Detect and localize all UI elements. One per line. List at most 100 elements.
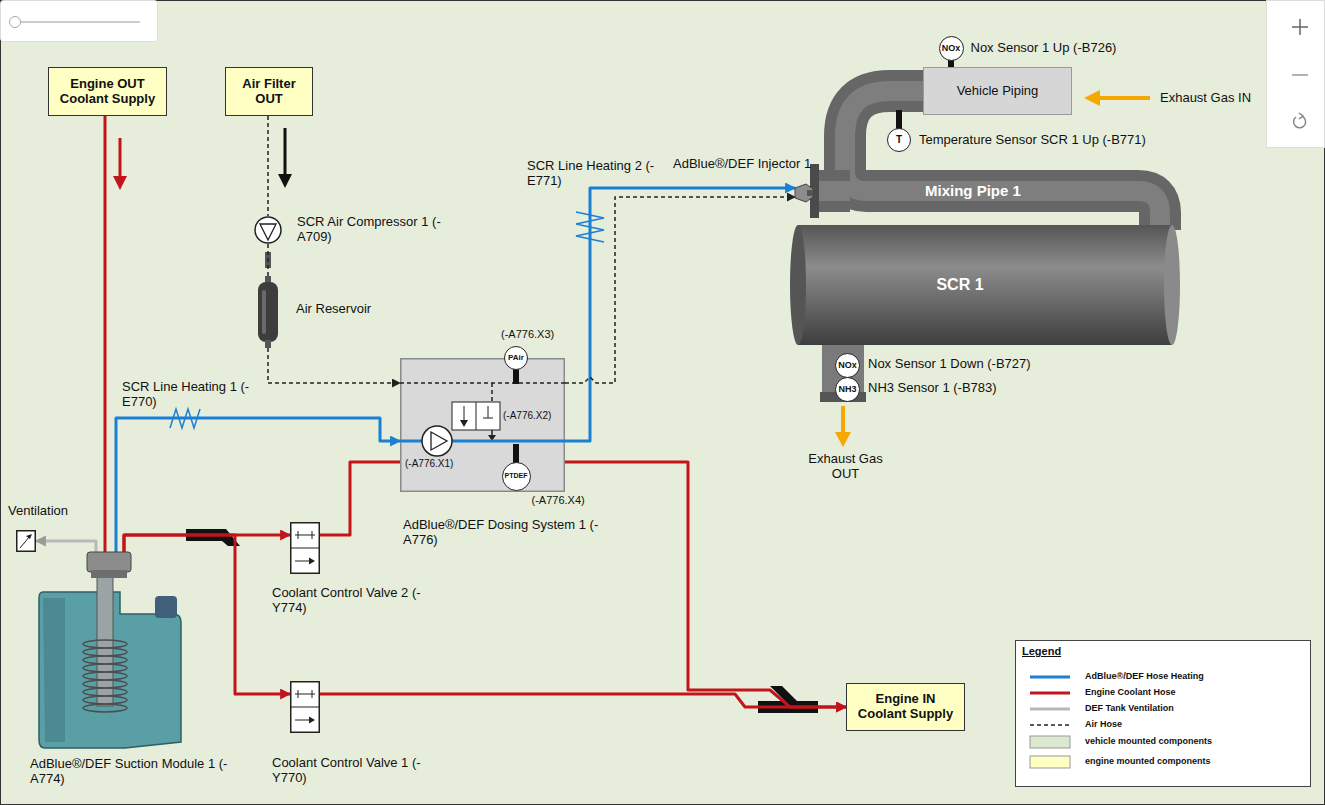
node-text: Engine IN Coolant Supply [853, 692, 958, 722]
coolant-valve-symbol [295, 720, 310, 721]
suction-module-tank [155, 596, 177, 618]
dosing-system-box [460, 420, 468, 427]
legend-title: Legend [1022, 645, 1061, 658]
coolant-valve-symbol [290, 548, 320, 549]
legend-entry: vehicle mounted components [1025, 734, 1305, 750]
part-label: Air Reservoir [296, 302, 371, 317]
dosing-system-box [401, 359, 565, 492]
flow-arrow [113, 176, 127, 190]
part-label: NH3 Sensor 1 (-B783) [868, 381, 997, 396]
air-compressor-symbol [254, 216, 282, 244]
legend-line [1030, 692, 1070, 695]
mixing-pipe [818, 170, 850, 212]
air-reservoir-symbol [262, 290, 266, 334]
suction-module-tank [83, 704, 127, 712]
flow-arrow [119, 138, 122, 178]
legend-entry: AdBlue®/DEF Hose Heating [1025, 669, 1305, 685]
suction-module-tank [35, 552, 185, 750]
legend-text: AdBlue®/DEF Hose Heating [1085, 671, 1204, 681]
ventilation-hose [36, 541, 96, 552]
legend-text: Air Hose [1085, 719, 1122, 729]
suction-module-tank [83, 696, 127, 704]
part-label: Coolant Control Valve 2 (-Y774) [272, 586, 427, 616]
engine-component-box: Engine OUT Coolant Supply [48, 67, 167, 116]
exhaust-arrow [841, 406, 845, 434]
flow-arrow [284, 128, 287, 176]
zoom-controls [1299, 113, 1303, 119]
suction-module-tank [91, 570, 127, 578]
exhaust-arrow [1084, 90, 1150, 106]
engine-component-box: Air Filter OUT [225, 67, 313, 116]
coolant-hose [565, 462, 846, 707]
injector-symbol: AdBlue®/DEF Injector 1 [795, 181, 813, 205]
coolant-valve-symbol [295, 531, 315, 539]
coolant-hose [104, 116, 107, 552]
scr-catalyst [790, 225, 1180, 345]
scr-catalyst [1164, 225, 1180, 345]
air-compressor-symbol [260, 224, 276, 240]
suction-module-tank: AdBlue®/DEF Suction Module 1 (-A774) [35, 552, 185, 750]
dosing-system-box [513, 368, 519, 384]
node-text: NH3 [838, 384, 856, 394]
legend-text: DEF Tank Ventilation [1085, 703, 1174, 713]
exhaust-arrow [1084, 90, 1100, 106]
zoom-controls [1292, 74, 1308, 76]
suction-module-tank [83, 672, 127, 680]
legend-line [1030, 724, 1070, 726]
node-text: Air Filter OUT [232, 77, 306, 107]
zoom-slider [1, 1, 158, 42]
legend-sample [1025, 669, 1075, 685]
exhaust-arrow [835, 432, 851, 447]
suction-module-tank [83, 640, 127, 648]
coolant-valve-symbol [291, 682, 320, 733]
legend-line [1030, 708, 1070, 711]
pin-label: (-A776.X1) [405, 458, 453, 470]
ventilation-symbol [17, 531, 36, 552]
dosing-system-box [400, 358, 565, 492]
node-text: Engine OUT Coolant Supply [55, 77, 160, 107]
dosing-system-box [483, 406, 493, 418]
part-label: SCR Air Compressor 1 (-A709) [297, 215, 447, 245]
air-hose [268, 348, 400, 383]
node-text: NOx [838, 360, 857, 370]
node-text: NOx [942, 43, 961, 53]
coolant-valve-symbol [291, 523, 320, 574]
engine-component-box: Engine IN Coolant Supply [846, 683, 965, 731]
legend-text: vehicle mounted components [1085, 736, 1212, 746]
coolant-valve-symbol: Coolant Control Valve 2 (-Y774) [290, 522, 320, 574]
heated-def-hose [116, 418, 400, 552]
air-hose [267, 244, 269, 276]
part-label: AdBlue®/DEF Dosing System 1 (-A776) [403, 518, 603, 548]
flow-arrow [113, 138, 127, 190]
coolant-valve-symbol [290, 522, 320, 574]
legend-sample [1025, 734, 1075, 750]
dosing-system-box [422, 426, 452, 456]
air-reservoir-symbol [265, 340, 271, 348]
legend-sample [1025, 717, 1075, 733]
legend-box [1016, 641, 1311, 787]
part-label: Nox Sensor 1 Up (-B726) [971, 41, 1117, 56]
part-label: AdBlue®/DEF Suction Module 1 (-A774) [30, 757, 230, 787]
injector-symbol [795, 181, 813, 205]
zoom-slider [1, 1, 158, 42]
node-text: T [896, 134, 902, 146]
injector-symbol [795, 184, 813, 202]
vehicle-piping-box: Vehicle Piping [923, 67, 1072, 115]
part-label: Ventilation [8, 504, 68, 519]
mixing-pipe [818, 181, 850, 201]
coolant-valve-symbol [290, 707, 320, 708]
scr-catalyst: SCR 1 [790, 225, 1180, 345]
coolant-hose [320, 694, 846, 707]
legend-swatch [1030, 756, 1070, 768]
suction-module-tank [83, 680, 127, 688]
suction-module-tank [43, 598, 65, 742]
coolant-valve-symbol: Coolant Control Valve 1 (-Y770) [290, 681, 320, 733]
part-label: Temperature Sensor SCR 1 Up (-B771) [919, 133, 1146, 148]
node-text: PTDEF [505, 472, 528, 480]
legend-swatch [1030, 736, 1070, 748]
flow-label: Exhaust Gas OUT [798, 452, 893, 482]
node-text: PAir [508, 353, 524, 362]
